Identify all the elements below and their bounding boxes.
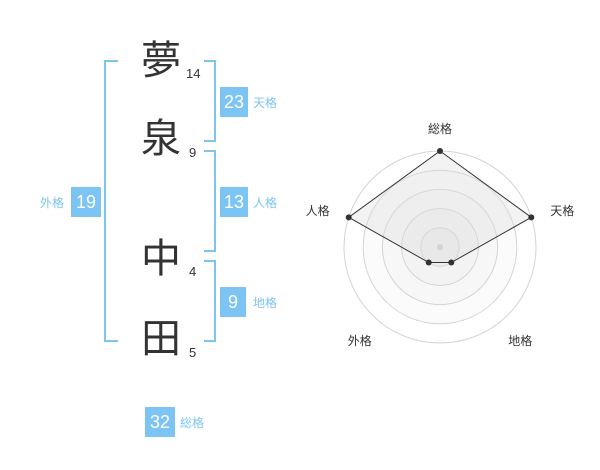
- radar-point-4: [425, 259, 432, 266]
- stroke-count-3: 4: [189, 264, 197, 279]
- radar-grid: [343, 150, 537, 344]
- tenkaku-bracket: [204, 60, 216, 142]
- radar-points: [345, 148, 535, 266]
- radar-center-dot: [437, 244, 443, 250]
- radar-axis-label-5: 人格: [306, 203, 330, 218]
- soukaku-label: 総格: [180, 416, 205, 430]
- name-char-2: 泉: [141, 116, 181, 162]
- radar-point-2: [528, 214, 535, 221]
- name-char-1: 夢: [141, 38, 181, 84]
- soukaku-score-badge: 32: [145, 407, 175, 437]
- radar-axis-label-3: 地格: [508, 333, 532, 348]
- tenkaku-label: 天格: [253, 96, 278, 110]
- radar-point-5: [345, 214, 352, 221]
- radar-point-3: [448, 259, 455, 266]
- radar-value-polygon: [347, 150, 533, 264]
- stroke-count-4: 5: [189, 345, 197, 360]
- radar-point-1: [437, 148, 443, 154]
- chikaku-bracket: [204, 260, 216, 342]
- jinkaku-label: 人格: [253, 196, 278, 210]
- gaikaku-score-badge: 19: [71, 187, 101, 217]
- radar-axis-label-4: 外格: [348, 333, 372, 348]
- radar-axis-label-2: 天格: [550, 203, 574, 218]
- gaikaku-label: 外格: [40, 196, 65, 210]
- stroke-count-1: 14: [186, 66, 201, 81]
- jinkaku-score-badge: 13: [220, 187, 248, 217]
- name-char-3: 中: [141, 236, 181, 282]
- radar-area: [347, 150, 533, 264]
- radar-axis-label-1: 総格: [428, 121, 452, 136]
- tenkaku-score-badge: 23: [220, 87, 248, 117]
- chikaku-label: 地格: [253, 296, 278, 310]
- name-char-4: 田: [141, 316, 181, 362]
- jinkaku-bracket: [204, 150, 216, 252]
- gaikaku-bracket: [104, 60, 118, 342]
- chikaku-score-badge: 9: [220, 287, 246, 317]
- stroke-count-2: 9: [189, 145, 197, 160]
